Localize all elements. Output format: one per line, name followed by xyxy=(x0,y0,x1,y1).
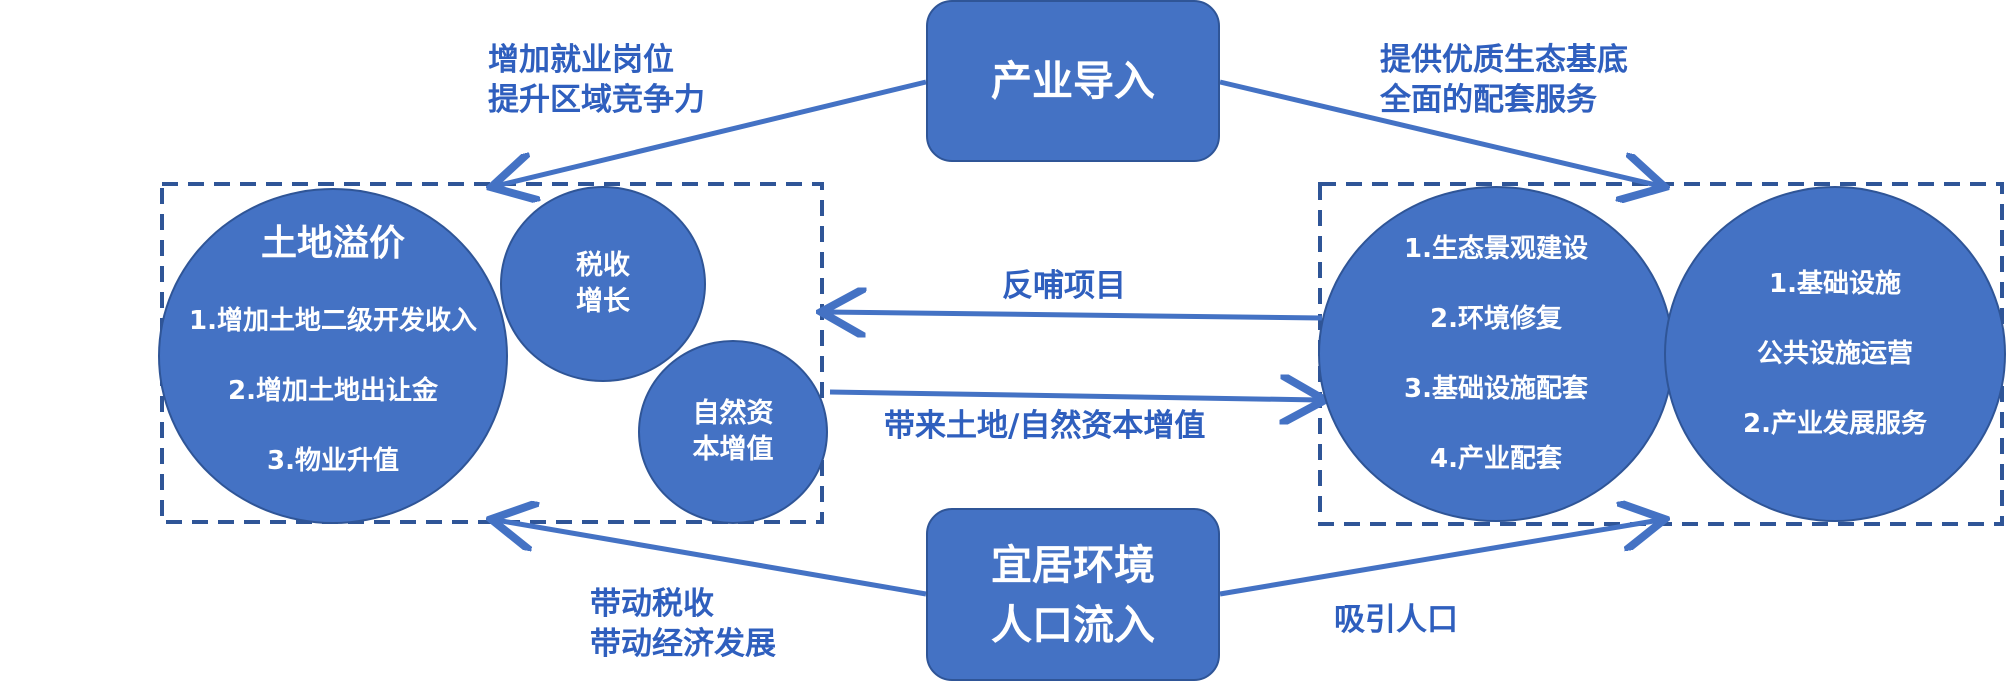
land-premium-item: 3.物业升值 xyxy=(267,446,399,476)
arrow-value-add xyxy=(829,392,1320,400)
label-bottom-right: 吸引人口 xyxy=(1334,602,1458,638)
eco-item: 3.基础设施配套 xyxy=(1404,374,1588,404)
infra-item: 2.产业发展服务 xyxy=(1743,409,1927,439)
industry-import-box: 产业导入 xyxy=(926,0,1220,162)
living-environment-label: 宜居环境 xyxy=(991,540,1155,589)
land-premium-title: 土地溢价 xyxy=(260,223,405,264)
tax-growth-circle: 税收 增长 xyxy=(500,186,706,382)
infra-item: 公共设施运营 xyxy=(1756,339,1913,369)
label-top-right: 提供优质生态基底 全面的配套服务 xyxy=(1380,42,1628,118)
eco-item: 2.环境修复 xyxy=(1430,304,1562,334)
eco-item: 4.产业配套 xyxy=(1430,444,1562,474)
eco-item: 1.生态景观建设 xyxy=(1404,234,1588,264)
arrow-bottom-left xyxy=(496,520,927,597)
infrastructure-circle: 1.基础设施 公共设施运营 2.产业发展服务 xyxy=(1664,186,2006,522)
label-top-left: 增加就业岗位 提升区域竞争力 xyxy=(488,42,705,118)
natural-capital-circle: 自然资 本增值 xyxy=(638,340,828,524)
arrow-feedback xyxy=(826,312,1323,318)
eco-construction-circle: 1.生态景观建设 2.环境修复 3.基础设施配套 4.产业配套 xyxy=(1318,186,1674,522)
land-premium-item: 1.增加土地二级开发收入 xyxy=(189,306,477,336)
arrow-top-right xyxy=(1219,79,1660,186)
label-bottom-left: 带动税收 带动经济发展 xyxy=(590,586,776,662)
label-value-add: 带来土地/自然资本增值 xyxy=(884,408,1206,444)
arrow-top-left xyxy=(496,79,927,186)
land-premium-circle: 土地溢价 1.增加土地二级开发收入 2.增加土地出让金 3.物业升值 xyxy=(158,188,508,524)
label-feedback: 反哺项目 xyxy=(1002,268,1126,304)
industry-import-label: 产业导入 xyxy=(991,57,1155,105)
land-premium-item: 2.增加土地出让金 xyxy=(228,376,438,406)
arrow-bottom-right xyxy=(1219,520,1660,597)
infra-item: 1.基础设施 xyxy=(1769,269,1901,299)
population-inflow-label: 人口流入 xyxy=(991,600,1155,649)
living-environment-box: 宜居环境 人口流入 xyxy=(926,508,1220,681)
